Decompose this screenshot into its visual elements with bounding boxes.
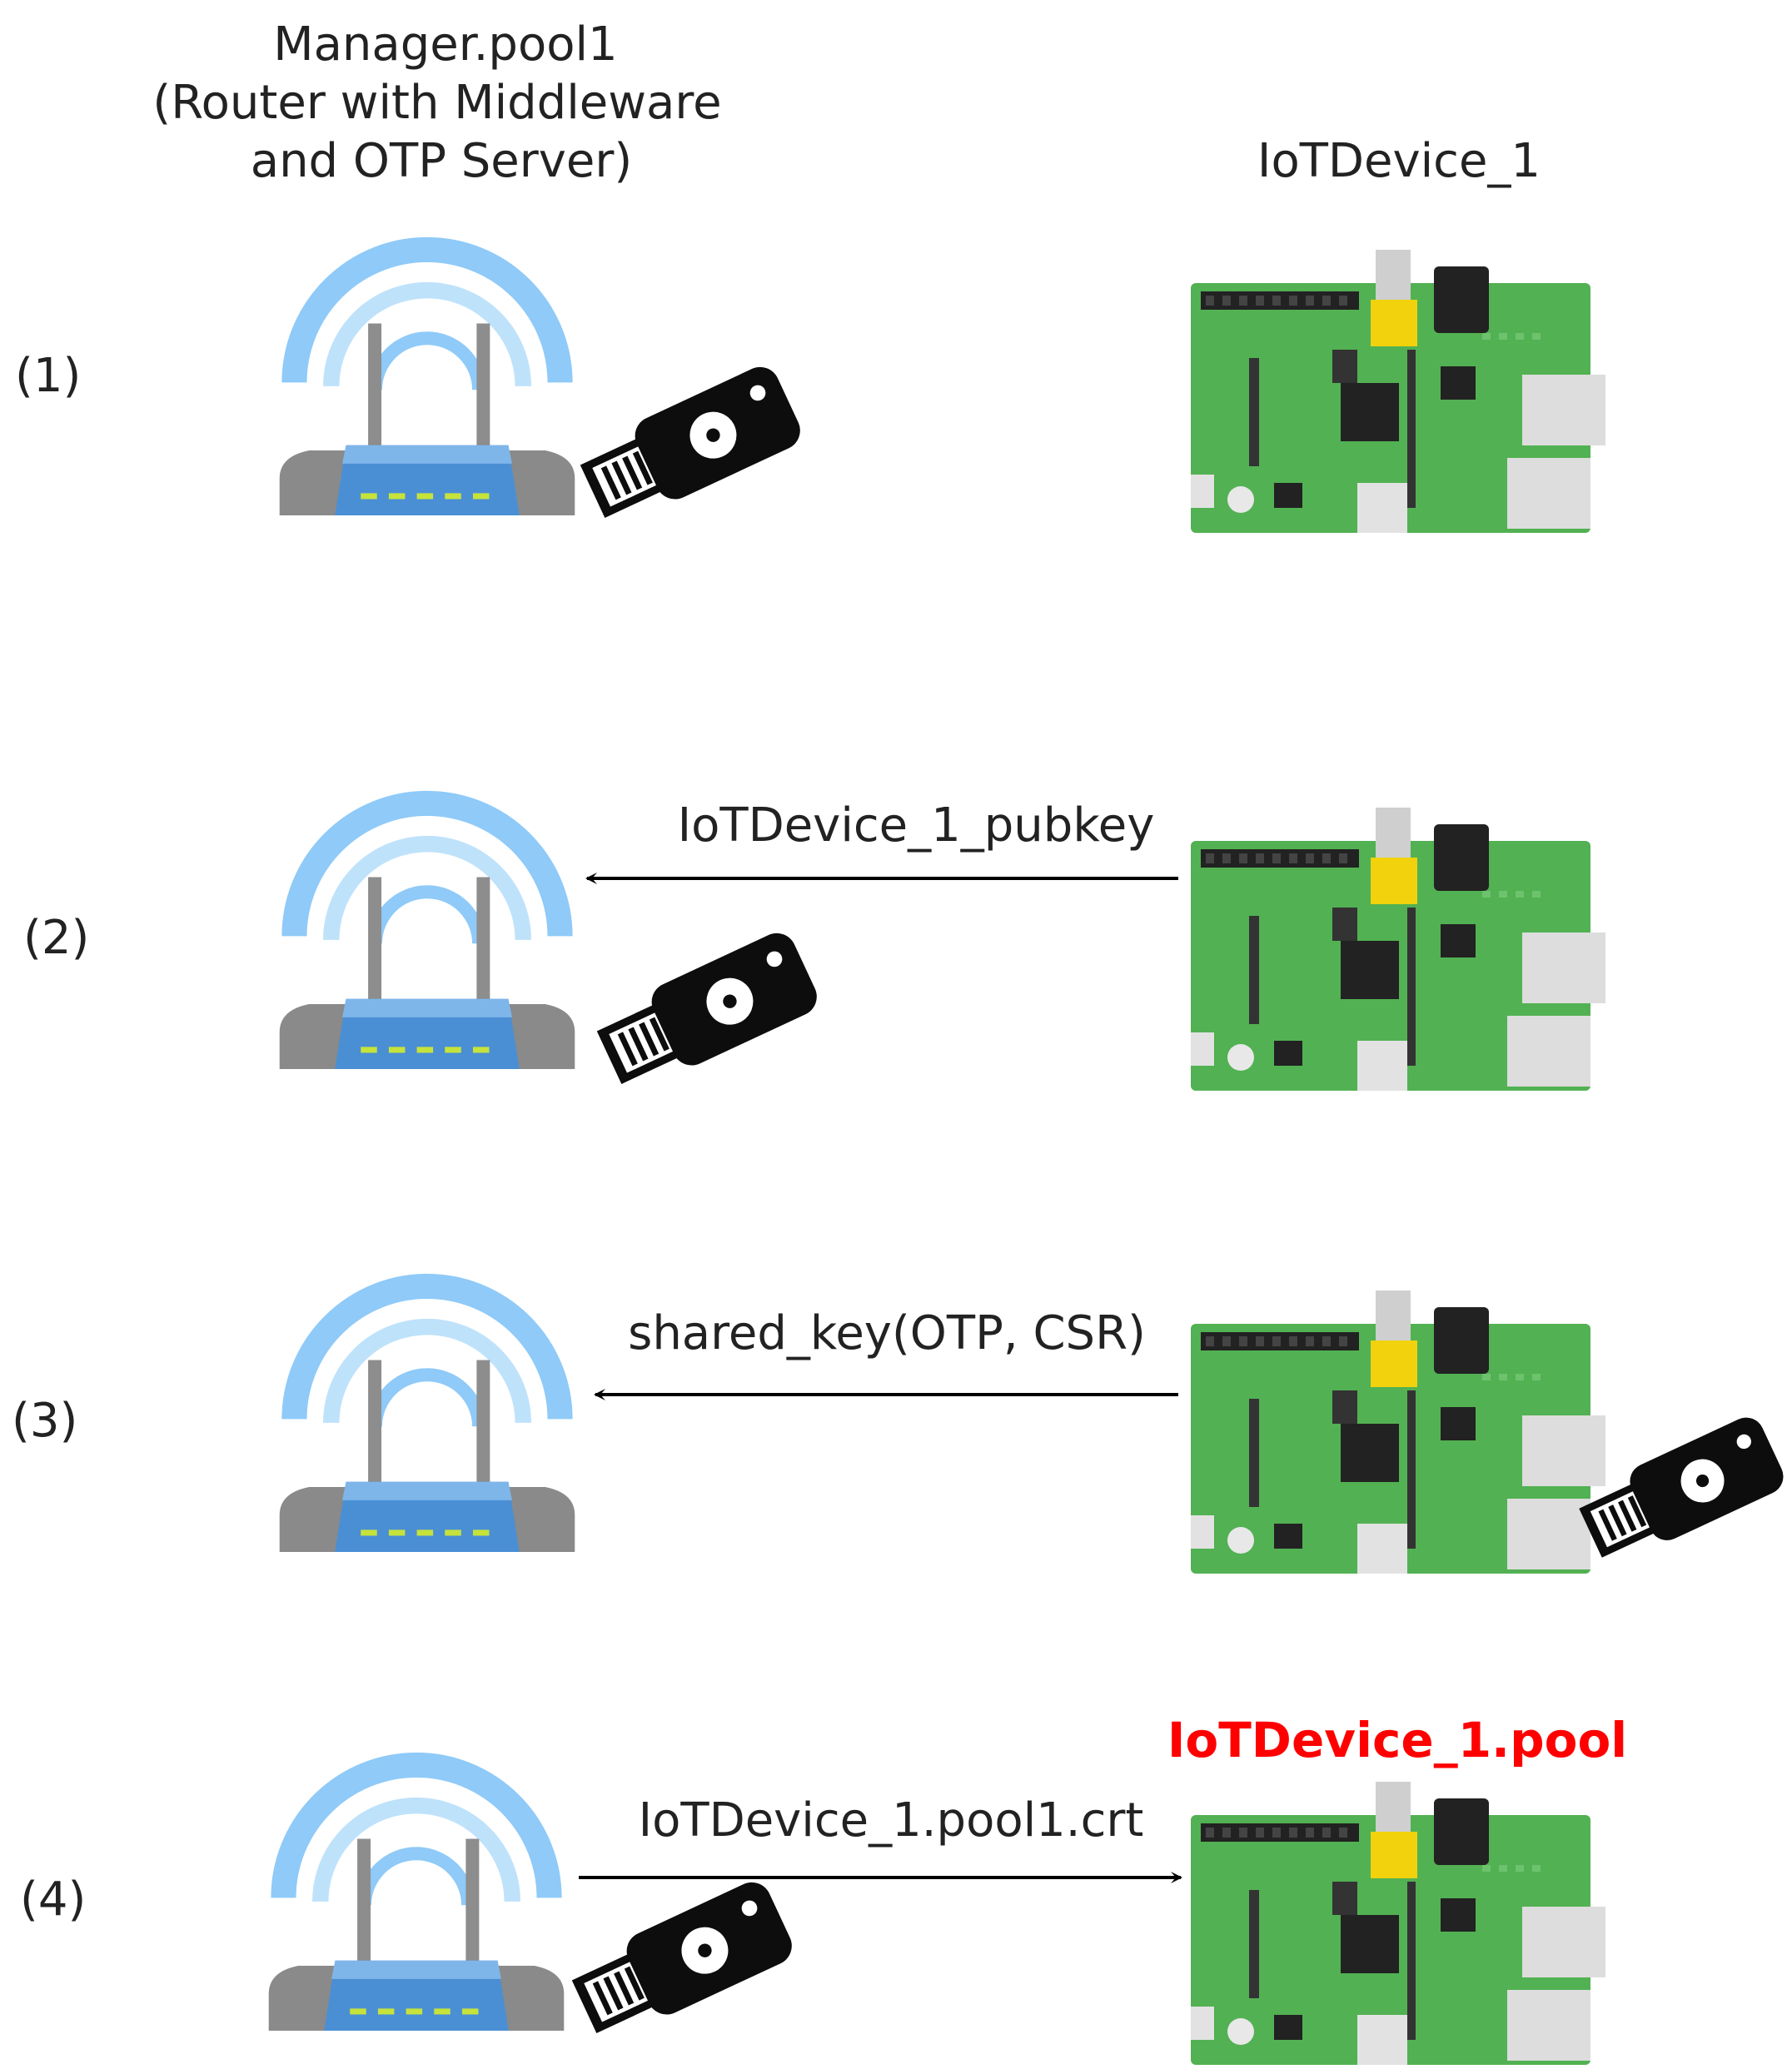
- message-pubkey: IoTDevice_1_pubkey: [678, 798, 1155, 853]
- raspberry-pi-board-icon: [1191, 808, 1605, 1091]
- router-icon: [280, 1286, 575, 1552]
- raspberry-pi-board-icon: [1191, 1291, 1605, 1574]
- manager-subtitle: (Router with Middleware: [152, 76, 721, 130]
- step-label-1: (1): [15, 349, 81, 403]
- device-badge: IoTDevice_1.pool: [1167, 1712, 1627, 1768]
- manager-subtitle-2: and OTP Server): [251, 134, 633, 188]
- usb-key-icon: [1574, 1411, 1790, 1570]
- message-shared-key: shared_key(OTP, CSR): [628, 1306, 1146, 1360]
- device-title: IoTDevice_1: [1257, 134, 1541, 188]
- usb-key-icon: [566, 1876, 799, 2047]
- usb-key-icon: [591, 927, 824, 1097]
- step-label-3: (3): [12, 1394, 77, 1448]
- step-label-4: (4): [20, 1873, 86, 1927]
- router-icon: [280, 250, 575, 515]
- step-label-2: (2): [23, 911, 89, 965]
- router-icon: [269, 1765, 565, 2031]
- raspberry-pi-board-icon: [1191, 250, 1605, 533]
- router-icon: [280, 803, 575, 1069]
- usb-key-icon: [575, 361, 807, 531]
- raspberry-pi-board-icon: [1191, 1782, 1605, 2065]
- manager-title: Manager.pool1: [273, 17, 617, 72]
- message-certificate: IoTDevice_1.pool1.crt: [639, 1793, 1144, 1848]
